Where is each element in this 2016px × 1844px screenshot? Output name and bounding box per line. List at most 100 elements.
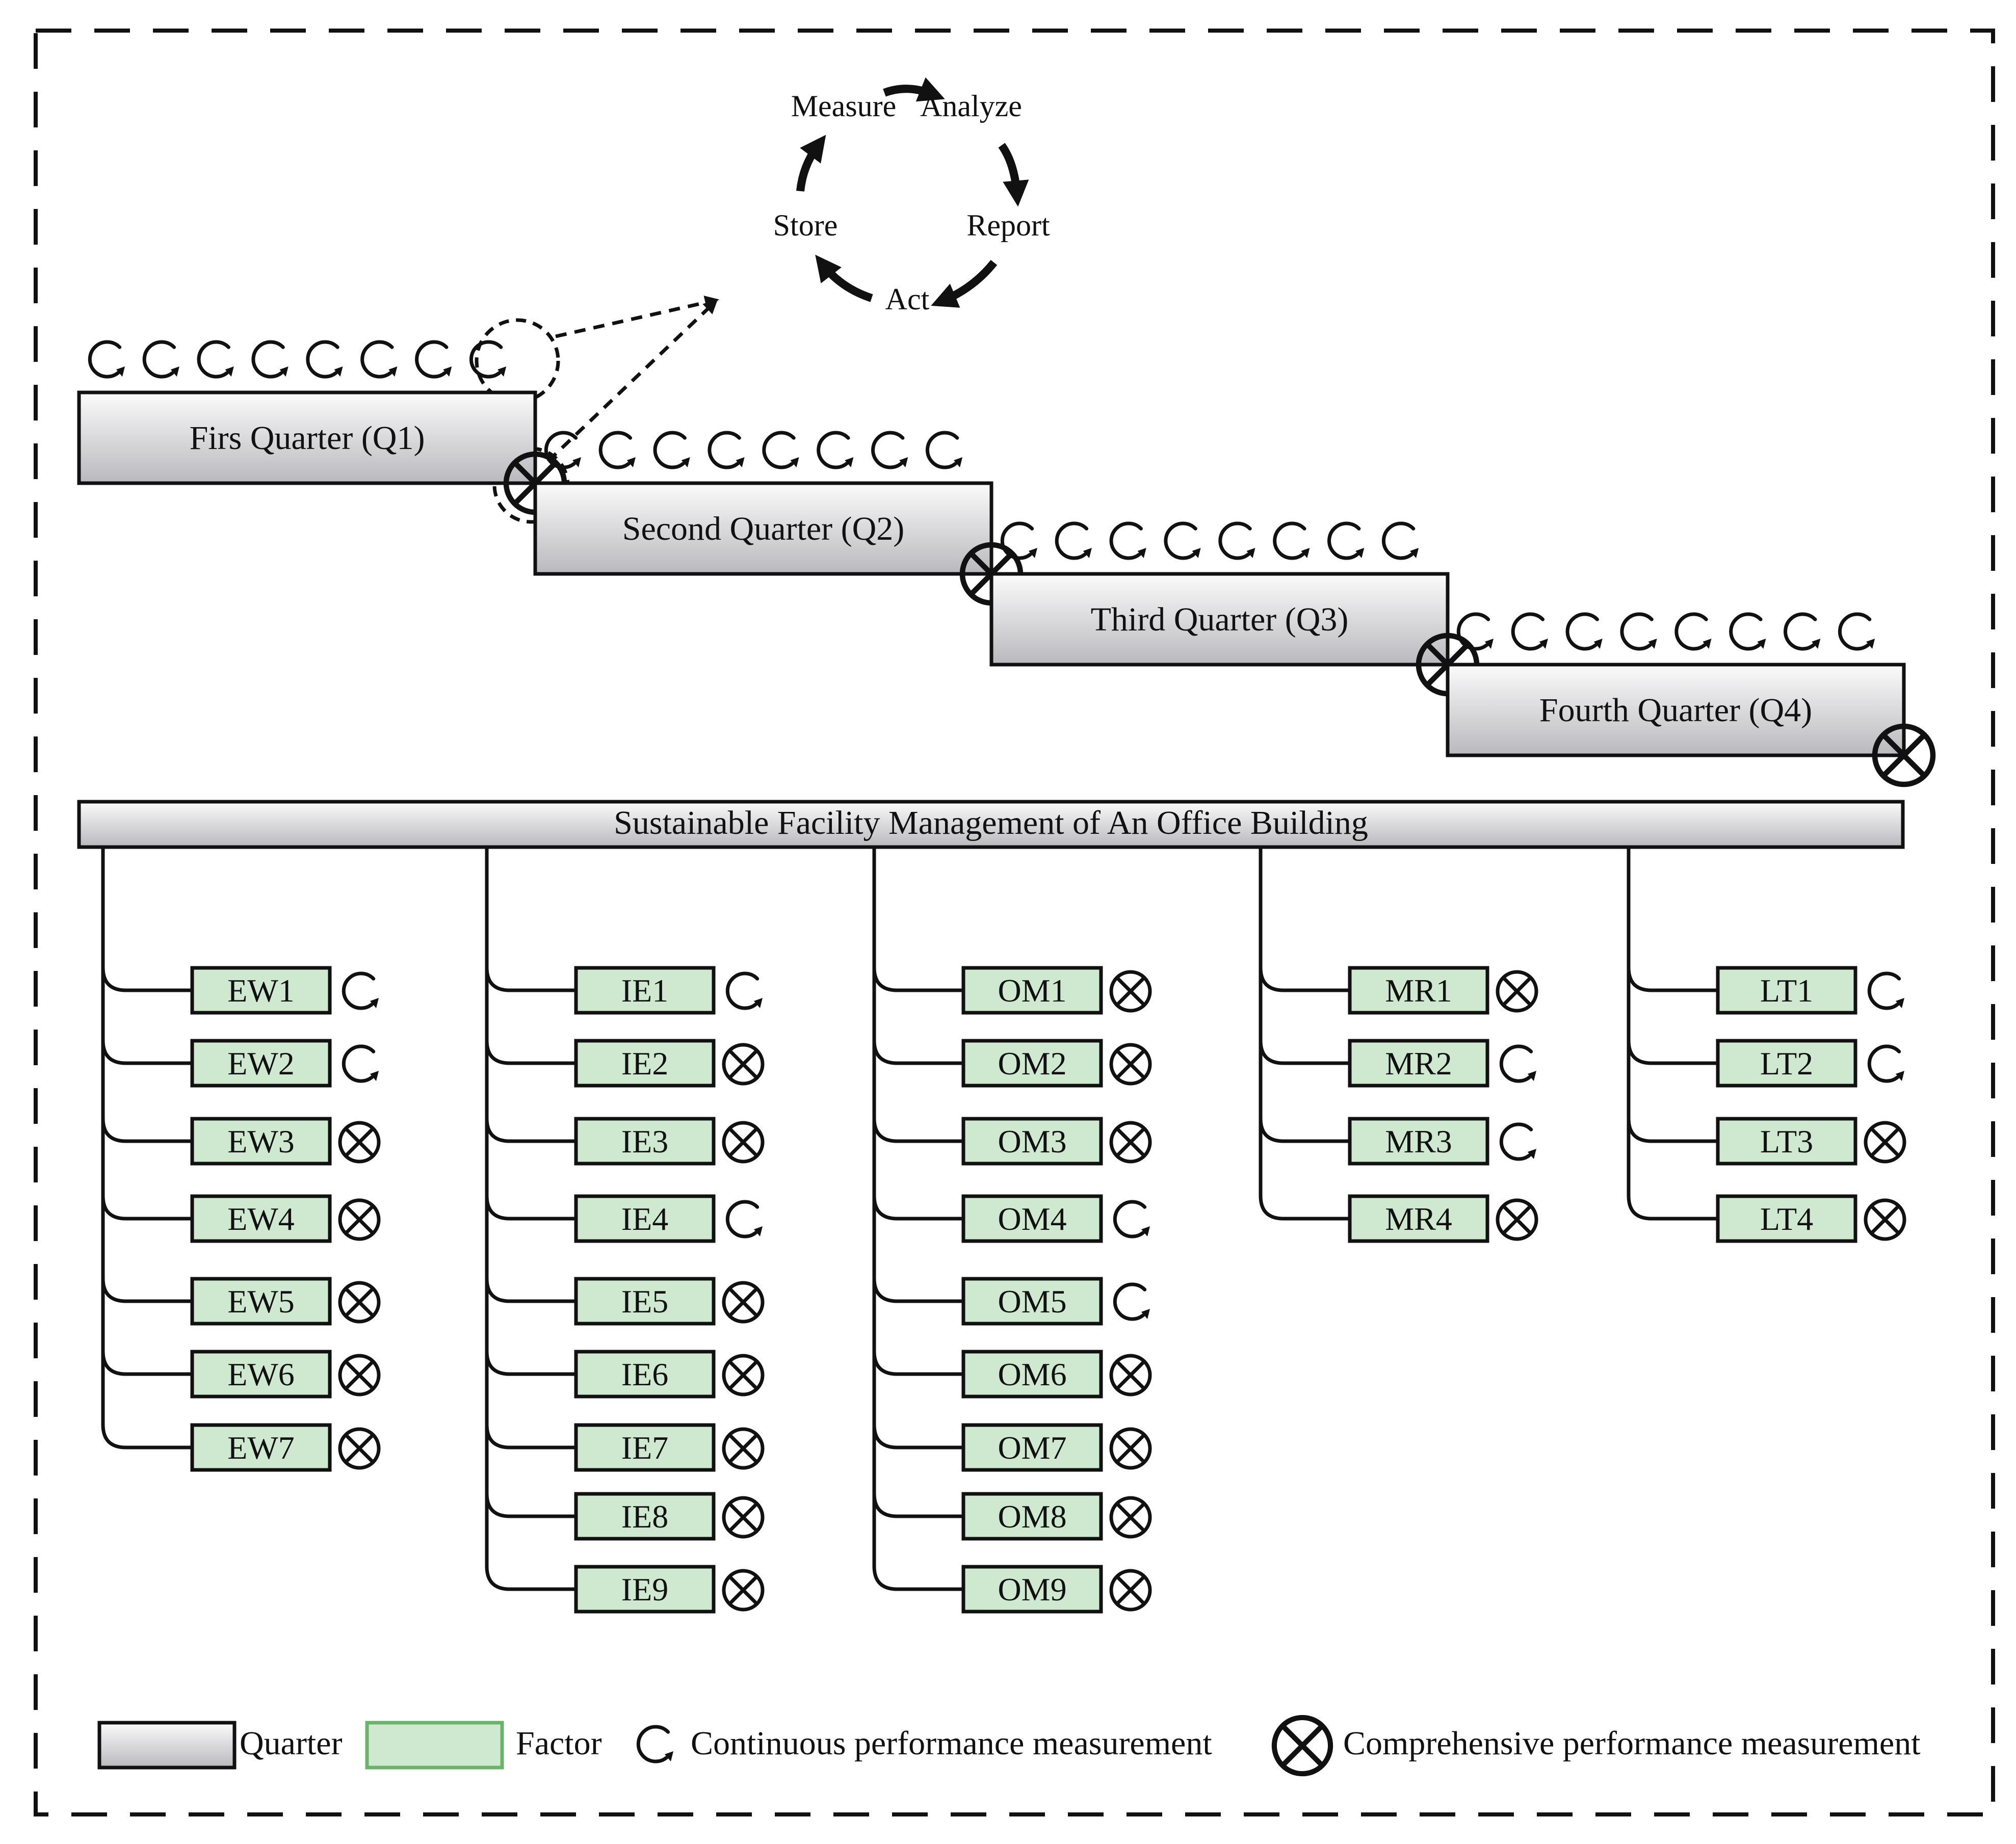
tree-trunk xyxy=(485,847,576,1591)
factor-label-ew5: EW5 xyxy=(227,1283,295,1320)
legend: Quarter Factor Continuous performance me… xyxy=(97,1718,1921,1774)
tree-branch xyxy=(101,1278,192,1303)
legend-continuous-label: Continuous performance measurement xyxy=(691,1725,1212,1762)
tree-branch xyxy=(872,967,963,992)
continuous-measurement-icon xyxy=(1458,614,1494,649)
continuous-measurement-icon xyxy=(1220,523,1255,558)
factor-label-ie4: IE4 xyxy=(621,1201,668,1237)
continuous-measurement-icon xyxy=(1840,614,1875,649)
tree-branch xyxy=(872,1118,963,1143)
factor-label-lt3: LT3 xyxy=(1760,1123,1813,1160)
factor-label-om2: OM2 xyxy=(998,1045,1066,1082)
quarter-box-q1 xyxy=(77,390,537,485)
tree-branch xyxy=(1627,1118,1718,1143)
factor-label-om1: OM1 xyxy=(998,972,1066,1009)
tree-branch xyxy=(1627,967,1718,992)
tree-branch xyxy=(101,967,192,992)
tree-branch xyxy=(101,1040,192,1065)
legend-quarter-swatch xyxy=(97,1721,237,1770)
continuous-measurement-icon xyxy=(362,342,398,377)
tree-branch xyxy=(872,1195,963,1221)
factor-label-om9: OM9 xyxy=(998,1571,1066,1608)
comprehensive-measurement-icon xyxy=(1111,1429,1150,1468)
factor-label-lt1: LT1 xyxy=(1760,972,1813,1009)
comprehensive-measurement-icon xyxy=(1866,1123,1904,1162)
factor-box-ew2 xyxy=(190,1039,332,1088)
cycle-step-report: Report xyxy=(966,208,1050,242)
continuous-measurement-icon xyxy=(308,342,343,377)
tree-branch xyxy=(872,1424,963,1450)
continuous-measurement-icon xyxy=(873,433,908,467)
factor-label-mr1: MR1 xyxy=(1385,972,1452,1009)
tree-branch xyxy=(872,1040,963,1065)
factor-label-ie9: IE9 xyxy=(621,1571,668,1608)
factor-label-ew4: EW4 xyxy=(227,1201,295,1237)
diagram-title: Sustainable Facility Management of An Of… xyxy=(614,804,1368,841)
factor-label-ie8: IE8 xyxy=(621,1498,668,1535)
comprehensive-measurement-icon xyxy=(724,1356,763,1394)
factor-box-ew4 xyxy=(190,1194,332,1243)
quarter-box-q4 xyxy=(1446,663,1906,757)
tree-branch xyxy=(872,1278,963,1303)
factor-label-ew6: EW6 xyxy=(227,1356,295,1392)
tree-branch xyxy=(872,1351,963,1376)
factor-label-ie3: IE3 xyxy=(621,1123,668,1160)
factor-box-mr4 xyxy=(1348,1194,1489,1243)
continuous-measurement-icon xyxy=(1166,523,1201,558)
factor-box-om9 xyxy=(961,1565,1103,1614)
tree-trunk xyxy=(1627,847,1718,1221)
quarter-box-q2 xyxy=(533,481,993,576)
continuous-measurement-icon xyxy=(1869,1046,1904,1081)
legend-quarter-label: Quarter xyxy=(240,1725,343,1762)
legend-continuous-icon xyxy=(638,1727,673,1761)
factor-box-ew5 xyxy=(190,1277,332,1326)
continuous-measurement-icon xyxy=(727,1202,763,1236)
factor-label-mr3: MR3 xyxy=(1385,1123,1452,1160)
cycle-step-act: Act xyxy=(885,282,930,316)
factor-box-lt3 xyxy=(1716,1117,1857,1166)
factor-box-ie5 xyxy=(574,1277,716,1326)
tree-branch xyxy=(485,1493,576,1518)
factor-box-ew3 xyxy=(190,1117,332,1166)
factor-box-ie7 xyxy=(574,1423,716,1472)
continuous-measurement-icon xyxy=(1115,1284,1150,1319)
factor-label-ew2: EW2 xyxy=(227,1045,295,1082)
continuous-measurement-icon xyxy=(1329,523,1365,558)
factor-box-ie3 xyxy=(574,1117,716,1166)
factor-box-om5 xyxy=(961,1277,1103,1326)
continuous-measurement-icon xyxy=(1501,1046,1536,1081)
continuous-measurement-icon xyxy=(1002,523,1037,558)
factor-label-ew3: EW3 xyxy=(227,1123,295,1160)
continuous-measurement-icon xyxy=(655,433,690,467)
factor-box-om3 xyxy=(961,1117,1103,1166)
continuous-measurement-icon xyxy=(600,433,636,467)
continuous-measurement-icon xyxy=(417,342,452,377)
continuous-measurement-icon xyxy=(1115,1202,1150,1236)
continuous-measurement-icon xyxy=(819,433,854,467)
cycle-step-store: Store xyxy=(773,208,838,242)
tree-branch xyxy=(1627,1040,1718,1065)
comprehensive-measurement-icon xyxy=(724,1429,763,1468)
comprehensive-measurement-icon xyxy=(340,1200,379,1239)
comprehensive-measurement-icon xyxy=(340,1123,379,1162)
continuous-measurement-icon xyxy=(1622,614,1657,649)
continuous-measurement-icon xyxy=(253,342,289,377)
continuous-measurement-icon xyxy=(546,433,581,467)
comprehensive-measurement-icon xyxy=(724,1123,763,1162)
continuous-measurement-icon xyxy=(344,1046,379,1081)
comprehensive-measurement-icon xyxy=(1498,1200,1536,1239)
cycle-arrow-measure-analyze xyxy=(883,77,945,102)
continuous-measurement-icon xyxy=(1567,614,1603,649)
continuous-measurement-icon xyxy=(727,973,763,1008)
comprehensive-measurement-icon xyxy=(1111,1498,1150,1537)
tree-branch xyxy=(1259,967,1350,992)
legend-comprehensive-label: Comprehensive performance measurement xyxy=(1343,1725,1921,1762)
tree-trunk xyxy=(1259,847,1350,1221)
factor-box-om8 xyxy=(961,1492,1103,1541)
quarter-label-q4: Fourth Quarter (Q4) xyxy=(1539,692,1812,729)
factor-label-mr4: MR4 xyxy=(1385,1201,1452,1237)
continuous-measurement-icon xyxy=(90,342,125,377)
factor-box-om7 xyxy=(961,1423,1103,1472)
outer-frame xyxy=(34,29,1995,1816)
factor-box-mr1 xyxy=(1348,966,1489,1015)
